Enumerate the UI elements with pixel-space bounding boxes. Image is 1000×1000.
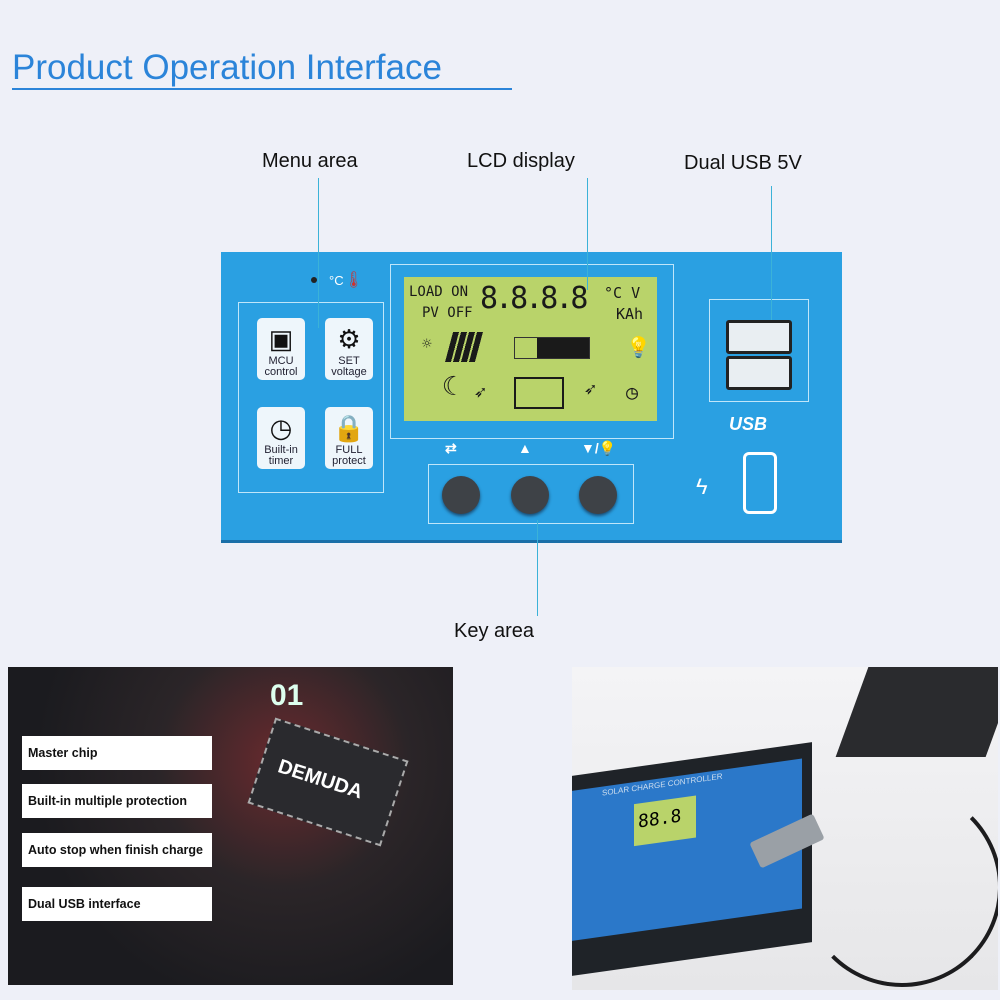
gear-icon: ⚙: [337, 324, 361, 354]
battery-level-icon: [514, 337, 590, 359]
usb-logo: USB: [729, 414, 768, 434]
usb-port-1[interactable]: [726, 320, 792, 354]
lcd-frame: [390, 264, 674, 439]
pointer-usb: [771, 186, 772, 320]
menu-button[interactable]: [442, 476, 480, 514]
pointer-menu: [318, 178, 319, 328]
label-key-area: Key area: [454, 620, 535, 642]
label-lcd-display: LCD display: [467, 150, 575, 172]
menu-key-icon: ⇄: [445, 440, 457, 456]
lcd-load-status: LOAD ON: [409, 284, 469, 300]
bulb-icon: 💡: [626, 335, 651, 359]
circuit-board-photo: DEMUDA 01 Master chip Built-in multiple …: [8, 667, 453, 985]
pointer-key: [537, 520, 538, 616]
usb-cable-image: [802, 787, 998, 987]
timer-icon: ◷: [626, 380, 639, 404]
feature-dual-usb: Dual USB interface: [22, 887, 212, 921]
title-underline: [12, 88, 512, 90]
chip-icon: ▣: [268, 324, 294, 354]
controller-usb-photo: SOLAR CHARGE CONTROLLER 88.8: [572, 667, 998, 990]
sun-icon: ☼: [422, 334, 432, 353]
moon-icon: ☾: [442, 372, 458, 402]
arrow-load-icon: ➶: [584, 377, 597, 401]
master-chip-image: DEMUDA: [247, 717, 409, 847]
phone-icon: [743, 452, 777, 514]
lcd-digits: 8.8.8.8: [480, 281, 588, 316]
solar-panel-icon: [444, 332, 484, 362]
usb-port-2[interactable]: [726, 356, 792, 390]
lcd-display: LOAD ON PV OFF 8.8.8.8 °C V KAh ☼ 💡 ☾ ➶ …: [404, 277, 657, 421]
key-area: [428, 464, 634, 524]
up-button[interactable]: [511, 476, 549, 514]
lcd-unit-temp-volt: °C V: [604, 284, 641, 302]
down-light-key-icon: ▼/💡: [581, 440, 617, 456]
lcd-unit-kah: KAh: [616, 305, 644, 323]
pointer-lcd: [587, 178, 588, 290]
up-key-icon: ▲: [518, 440, 532, 456]
sensor-dot: [311, 277, 317, 283]
thermometer-icon: °C🌡: [329, 272, 364, 289]
feature-protection: Built-in multiple protection: [22, 784, 212, 818]
clock-icon: ◷: [269, 413, 293, 443]
feature-auto-stop: Auto stop when finish charge: [22, 833, 212, 867]
usb-area: [709, 299, 809, 402]
page-title: Product Operation Interface: [12, 48, 442, 87]
lcd-pv-status: PV OFF: [422, 305, 473, 321]
label-dual-usb: Dual USB 5V: [684, 152, 802, 174]
laptop-keyboard-image: [835, 667, 998, 757]
down-button[interactable]: [579, 476, 617, 514]
lock-icon: 🔒: [332, 413, 366, 443]
battery-icon: [514, 377, 564, 409]
arrow-right-icon: ➶: [474, 380, 487, 404]
feature-master-chip: Master chip: [22, 736, 212, 770]
label-menu-area: Menu area: [262, 150, 358, 172]
chip-number: 01: [270, 679, 304, 712]
lightning-icon: ϟ: [696, 474, 708, 499]
